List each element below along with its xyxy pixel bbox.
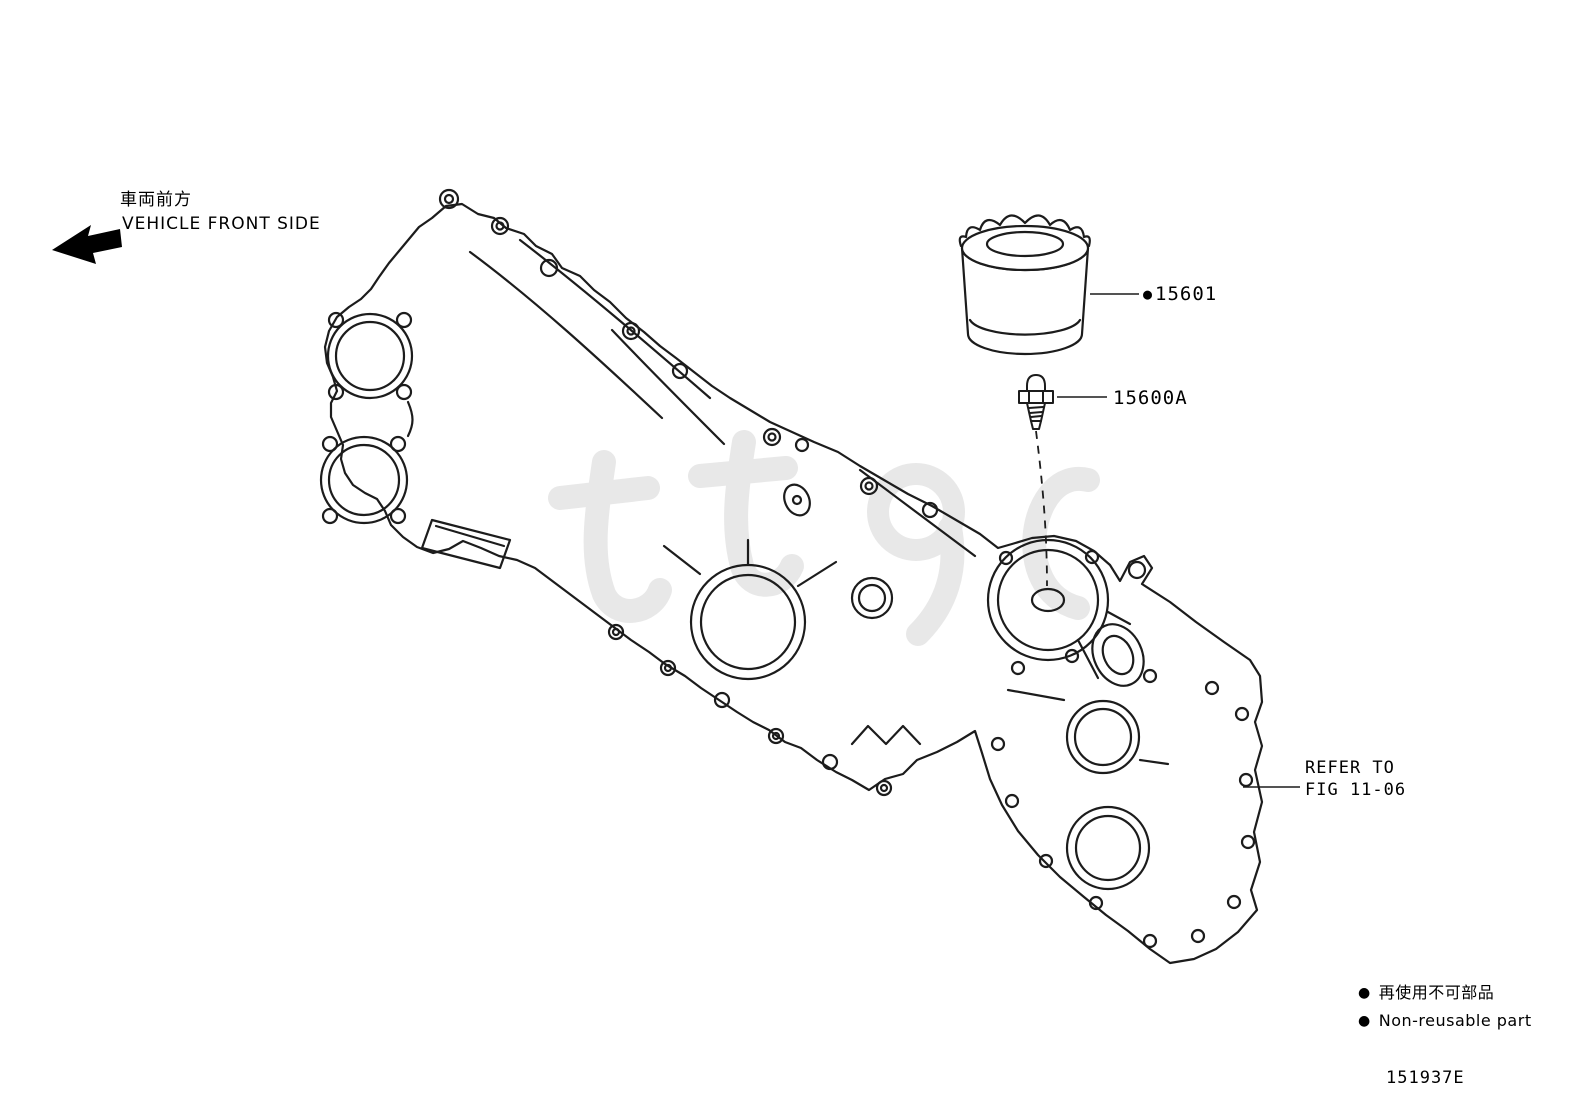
vehicle-front-label-jp: 車両前方 <box>120 190 192 210</box>
legend-row-jp: ● 再使用不可部品 <box>1358 983 1494 1003</box>
front-direction-arrow-icon <box>52 225 122 264</box>
reference-line2: FIG 11-06 <box>1305 780 1407 800</box>
legend-text-en: Non-reusable part <box>1378 1011 1532 1030</box>
oil-filter-union-drawing <box>1018 374 1054 430</box>
oil-filter-drawing <box>958 214 1091 356</box>
part-label-15601: ●15601 <box>1143 283 1217 307</box>
figure-code: 151937E <box>1386 1068 1465 1088</box>
part-number: 15600A <box>1113 387 1188 409</box>
non-reusable-marker-icon: ● <box>1143 285 1154 303</box>
non-reusable-marker-icon: ● <box>1358 985 1371 1001</box>
engine-cover-drawing <box>319 188 1264 965</box>
leader-lines <box>1035 293 1300 788</box>
part-label-15600a: 15600A <box>1113 387 1188 411</box>
part-number: 15601 <box>1155 283 1218 305</box>
legend-text-jp: 再使用不可部品 <box>1378 983 1495 1002</box>
reference-note: REFER TO FIG 11-06 <box>1305 757 1406 801</box>
vehicle-front-label-en: VEHICLE FRONT SIDE <box>122 214 321 234</box>
watermark <box>548 430 1100 646</box>
legend-row-en: ● Non-reusable part <box>1358 1011 1532 1031</box>
non-reusable-marker-icon: ● <box>1358 1013 1371 1029</box>
reference-line1: REFER TO <box>1305 758 1395 778</box>
